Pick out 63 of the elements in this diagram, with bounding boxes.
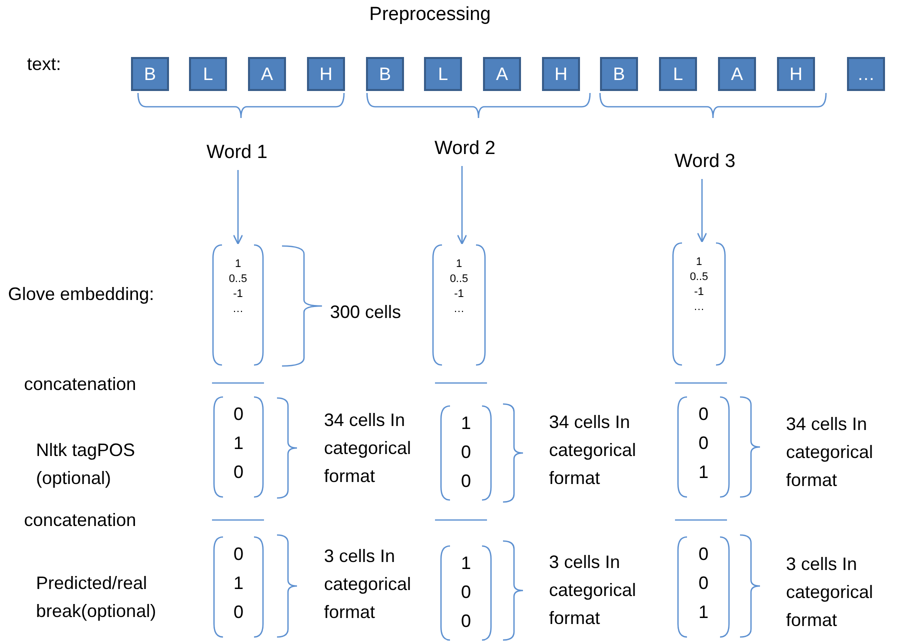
vector-value: 0 — [232, 602, 244, 623]
vector-value: 0 — [232, 462, 244, 483]
vector-value: … — [452, 303, 466, 315]
size-note: 34 cells In categorical format — [786, 413, 874, 492]
row-label: concatenation — [24, 509, 138, 532]
arrow — [232, 170, 244, 245]
vector-value: 0 — [460, 471, 472, 492]
vector-value: 0 — [232, 544, 244, 565]
letter-box: H — [542, 57, 580, 91]
size-note: 300 cells — [330, 301, 402, 324]
word-label: Word 2 — [423, 136, 507, 162]
vector-value: 0 — [697, 433, 710, 454]
vector-value: 0 — [460, 611, 472, 632]
letter-box: B — [366, 57, 404, 91]
letter-box: A — [718, 57, 756, 91]
vector-value: 0..5 — [228, 273, 248, 285]
size-note: 3 cells In categorical format — [324, 545, 412, 624]
letter-box: L — [189, 57, 227, 91]
vector-value: -1 — [693, 286, 705, 298]
size-note: 34 cells In categorical format — [549, 411, 638, 490]
row-label: text: — [27, 53, 62, 76]
vector-value: 1 — [460, 553, 472, 574]
size-note: 3 cells In categorical format — [786, 553, 874, 632]
vector-value: 0 — [697, 404, 710, 425]
diagram-title: Preprocessing — [368, 4, 492, 26]
letter-box: H — [777, 57, 815, 91]
vector-value: 1 — [460, 413, 472, 434]
row-label: Predicted/real break(optional) — [36, 572, 158, 623]
vector-value: -1 — [232, 288, 244, 300]
word-label: Word 1 — [195, 140, 279, 166]
letter-box: … — [847, 57, 885, 91]
letter-box: A — [248, 57, 286, 91]
vector-value: 1 — [694, 256, 704, 268]
letter-box: A — [483, 57, 521, 91]
vector-value: 0 — [460, 442, 472, 463]
letter-box: B — [600, 57, 638, 91]
vector-value: 0 — [697, 544, 710, 565]
letter-box: H — [307, 57, 345, 91]
letter-box: L — [659, 57, 697, 91]
vector-value: 1 — [697, 602, 710, 623]
vector-value: 0 — [232, 404, 244, 425]
vector-value: … — [232, 303, 244, 315]
vector-value: 1 — [697, 462, 710, 483]
vector-value: 1 — [232, 573, 244, 594]
vector-value: 0 — [460, 582, 472, 603]
row-label: Nltk tagPOS (optional) — [36, 439, 136, 490]
size-note: 3 cells In categorical format — [549, 551, 638, 630]
vector-value: 1 — [454, 258, 464, 270]
vector-value: 1 — [234, 258, 242, 270]
arrow — [456, 166, 468, 245]
row-label: Glove embedding: — [8, 283, 156, 306]
vector-value: -1 — [453, 288, 465, 300]
vector-value: 0 — [697, 573, 710, 594]
vector-value: … — [692, 301, 706, 313]
vector-value: 1 — [232, 433, 244, 454]
size-note: 34 cells In categorical format — [324, 409, 412, 488]
letter-box: L — [424, 57, 462, 91]
word-label: Word 3 — [663, 149, 747, 175]
vector-value: 0..5 — [688, 271, 710, 283]
letter-box: B — [131, 57, 169, 91]
vector-value: 0..5 — [448, 273, 470, 285]
row-label: concatenation — [24, 373, 138, 396]
arrow — [696, 179, 708, 243]
